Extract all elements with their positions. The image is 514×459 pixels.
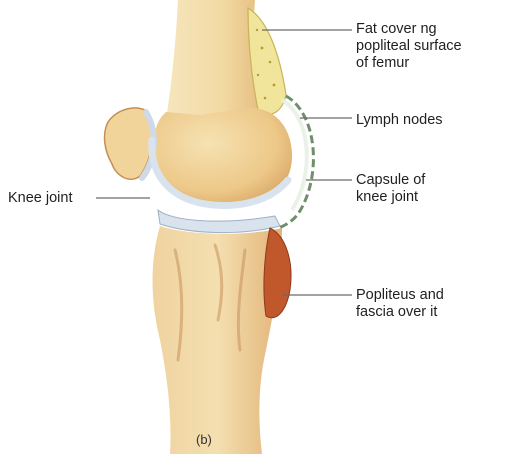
knee-joint-label: Knee joint xyxy=(8,190,73,207)
capsule-label-line-2: knee joint xyxy=(356,189,425,206)
popliteus-muscle xyxy=(264,228,291,318)
fat-label-line-2: popliteal surface xyxy=(356,38,462,55)
tibial-cartilage xyxy=(158,210,280,233)
popliteus-label: Popliteus and fascia over it xyxy=(356,287,444,321)
fat-label-line-1: Fat cover ng xyxy=(356,21,462,38)
tibia xyxy=(153,226,283,454)
figure-caption: (b) xyxy=(196,432,212,447)
popliteus-label-line-2: fascia over it xyxy=(356,304,444,321)
capsule-label: Capsule of knee joint xyxy=(356,172,425,206)
fat-label: Fat cover ng popliteal surface of femur xyxy=(356,21,462,72)
popliteus-label-line-1: Popliteus and xyxy=(356,287,444,304)
fat-label-line-3: of femur xyxy=(356,55,462,72)
capsule-label-line-1: Capsule of xyxy=(356,172,425,189)
lymph-nodes-label: Lymph nodes xyxy=(356,112,443,129)
